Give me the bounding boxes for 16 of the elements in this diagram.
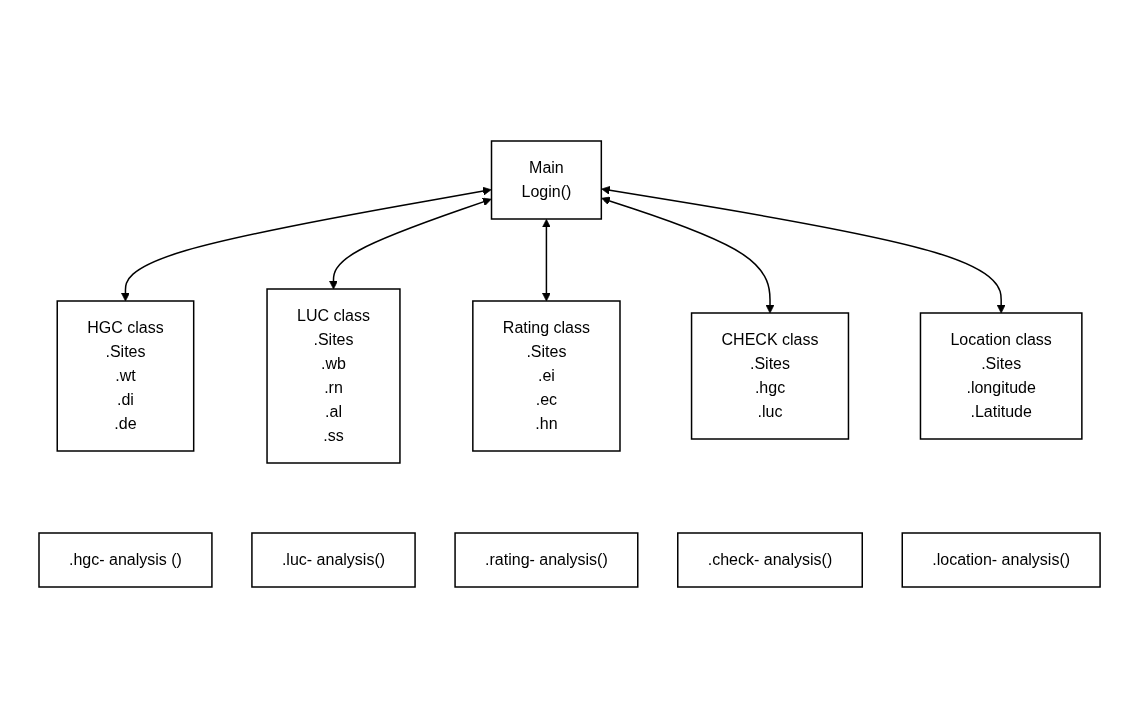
node-box: .location- analysis() [901, 532, 1101, 588]
node-box: .luc- analysis() [251, 532, 416, 588]
arrow [329, 197, 492, 290]
node-box: LUC class .Sites .wb .rn .al .ss [266, 288, 401, 464]
node-box: CHECK class .Sites .hgc .luc [690, 312, 850, 440]
arrow [601, 196, 775, 314]
node-box: Rating class .Sites .ei .ec .hn [472, 300, 621, 452]
node-box: .hgc- analysis () [38, 532, 213, 588]
node-box: Location class .Sites .longitude .Latitude [919, 312, 1083, 440]
arrow [601, 185, 1006, 314]
node-box: .rating- analysis() [454, 532, 639, 588]
arrow [121, 186, 492, 302]
node-box: HGC class .Sites .wt .di .de [56, 300, 195, 452]
node-box: .check- analysis() [676, 532, 863, 588]
arrow [541, 219, 551, 302]
node-box: Main Login() [490, 140, 602, 220]
